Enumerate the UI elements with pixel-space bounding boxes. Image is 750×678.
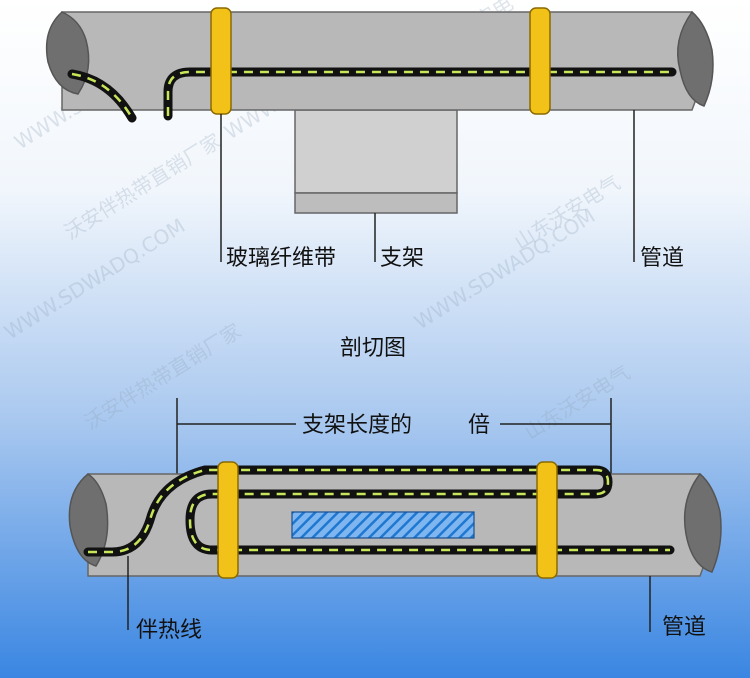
label-heat-tracing-cable: 伴热线 (136, 618, 202, 643)
glass-fiber-clamp (536, 461, 558, 579)
label-bracket: 支架 (380, 246, 424, 271)
watermark-text: 山东沃安电气 (520, 360, 634, 444)
bracket-block (294, 109, 458, 194)
glass-fiber-clamp (210, 7, 232, 115)
watermark-text: WWW.SDWADQ.COM (410, 203, 599, 334)
heat-trace-cable (83, 465, 675, 557)
bracket-base (294, 192, 458, 214)
label-glass-fiber-tape: 玻璃纤维带 (226, 246, 336, 271)
top-diagram: 玻璃纤维带 支架 管道 (45, 7, 714, 271)
label-pipe-bottom: 管道 (662, 615, 706, 640)
pipe-body (61, 11, 703, 111)
pipe-right-end (677, 10, 714, 107)
glass-fiber-clamp (529, 7, 551, 115)
bracket-hatched (291, 511, 475, 539)
watermark-text: WWW.SDWADQ.COM (0, 213, 189, 344)
pipe-right-end (683, 472, 722, 573)
dimension-text: 支架长度的 (302, 413, 412, 438)
watermark-text: 沃安伴热带直销厂家 (80, 319, 245, 435)
pipe-left-end (68, 473, 109, 567)
label-pipe-top: 管道 (640, 246, 684, 271)
dimension-suffix: 倍 (468, 413, 490, 438)
watermark-text: 沃安伴热带直销厂家 (60, 129, 225, 245)
glass-fiber-clamp (217, 461, 239, 579)
bottom-diagram: 支架长度的 倍 伴热线 管道 (68, 398, 722, 643)
heat-trace-cable (67, 67, 677, 123)
section-title: 剖切图 (340, 336, 406, 361)
